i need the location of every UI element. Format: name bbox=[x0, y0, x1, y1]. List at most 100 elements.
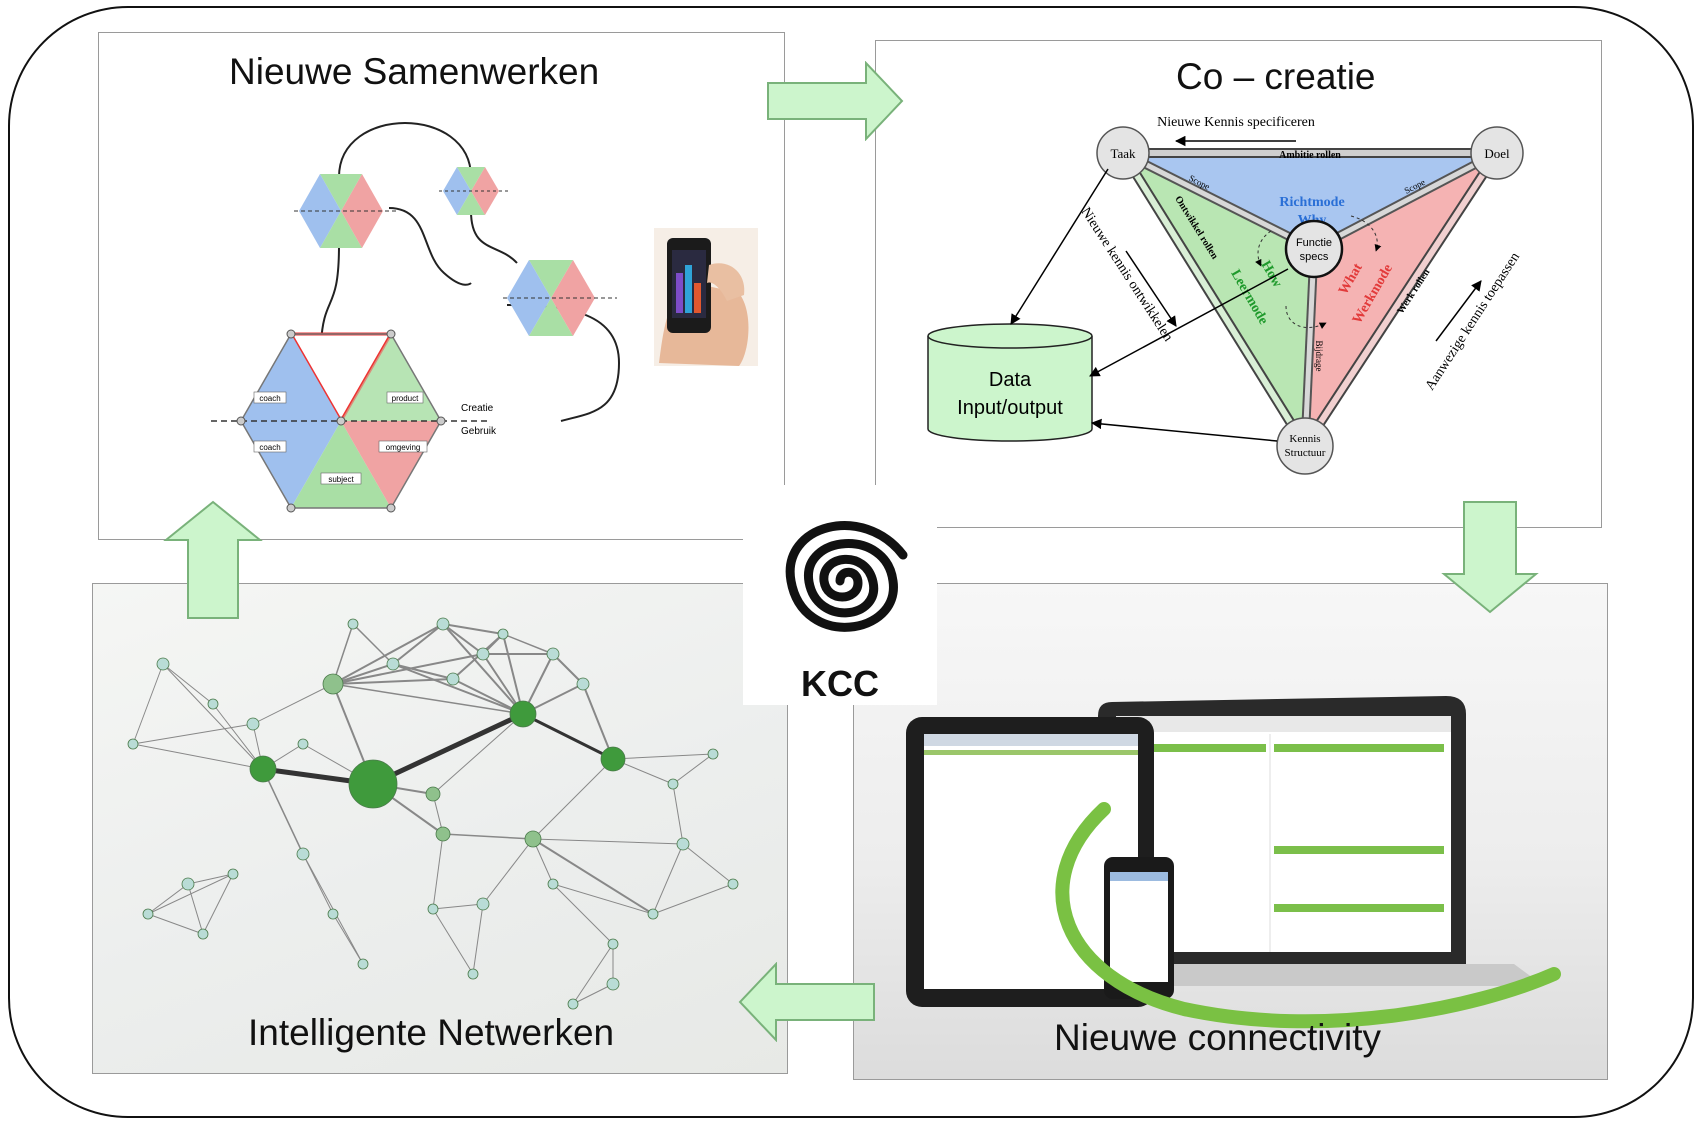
tablet-device bbox=[906, 717, 1154, 1007]
network-node bbox=[607, 938, 619, 950]
samenwerken-diagram: coach product coach omgeving subject Cre… bbox=[211, 122, 758, 513]
devices-image bbox=[906, 696, 1561, 1029]
network-graph-image bbox=[127, 617, 739, 1010]
datastore-label-io: Input/output bbox=[957, 397, 1063, 419]
label-nieuwe-kennis-specificeren: Nieuwe Kennis specificeren bbox=[1157, 115, 1315, 130]
co-creatie-diagram: Nieuwe Kennis specificeren Ambitie rolle… bbox=[927, 115, 1524, 475]
network-node bbox=[476, 897, 490, 911]
datastore-cylinder: Data Input/output bbox=[927, 323, 1093, 442]
panel-title-cocreatie: Co – creatie bbox=[1176, 56, 1376, 97]
segment-label-coach-top: coach bbox=[259, 394, 280, 403]
node-taak: Taak bbox=[1096, 126, 1150, 180]
network-edge bbox=[522, 712, 614, 761]
svg-text:Functie: Functie bbox=[1296, 237, 1332, 249]
triangle-face-blue bbox=[1123, 153, 1497, 249]
network-edge bbox=[187, 873, 234, 885]
network-node bbox=[467, 968, 479, 980]
label-gebruik: Gebruik bbox=[461, 426, 497, 437]
hexagon-large bbox=[211, 329, 491, 513]
network-edge bbox=[482, 838, 534, 905]
arrow-down bbox=[1441, 501, 1539, 614]
network-edge bbox=[552, 883, 654, 915]
kcc-label: KCC bbox=[801, 663, 879, 704]
network-node bbox=[647, 908, 659, 920]
network-node bbox=[476, 647, 490, 661]
network-node bbox=[197, 928, 209, 940]
panel-title-samenwerken: Nieuwe Samenwerken bbox=[229, 51, 600, 92]
network-node bbox=[297, 738, 309, 750]
segment-label-subject: subject bbox=[328, 475, 354, 484]
smartphone-in-hand-image bbox=[654, 228, 758, 366]
outer-frame bbox=[8, 6, 1694, 1118]
network-edge bbox=[432, 833, 444, 910]
network-edge bbox=[532, 838, 684, 845]
arrow-right bbox=[767, 61, 904, 141]
spiral-icon bbox=[785, 521, 908, 632]
network-edge bbox=[442, 623, 524, 715]
network-edge bbox=[132, 723, 254, 745]
network-edge bbox=[532, 758, 614, 840]
network-node bbox=[576, 677, 590, 691]
network-edge bbox=[187, 883, 204, 935]
network-edge bbox=[392, 623, 444, 665]
network-edge bbox=[552, 653, 584, 685]
node-doel: Doel bbox=[1470, 126, 1524, 180]
label-creatie: Creatie bbox=[461, 403, 494, 414]
network-node bbox=[386, 657, 400, 671]
network-node bbox=[347, 618, 359, 630]
network-edge bbox=[212, 703, 264, 770]
datastore-label-data: Data bbox=[989, 369, 1032, 391]
panel-title-netwerken: Intelligente Netwerken bbox=[248, 1012, 615, 1053]
network-edge bbox=[371, 711, 525, 787]
network-edge bbox=[502, 633, 554, 655]
green-swoosh bbox=[1055, 802, 1561, 1029]
network-node bbox=[348, 759, 398, 809]
network-node bbox=[322, 673, 344, 695]
panel-co-creatie: Co – creatie Nieuwe Kennis specificeren … bbox=[875, 40, 1602, 528]
network-node bbox=[127, 738, 139, 750]
network-node bbox=[246, 717, 260, 731]
network-node bbox=[427, 903, 439, 915]
hexagon-small-3 bbox=[503, 260, 617, 336]
network-node bbox=[327, 908, 339, 920]
network-node bbox=[509, 700, 537, 728]
network-edge bbox=[262, 768, 304, 855]
hexagon-small-2 bbox=[439, 167, 511, 215]
network-edge bbox=[532, 838, 654, 915]
network-node bbox=[547, 878, 559, 890]
network-node bbox=[546, 647, 560, 661]
network-node bbox=[142, 908, 154, 920]
network-edge bbox=[502, 633, 524, 715]
network-edge bbox=[392, 663, 454, 680]
network-edge bbox=[572, 943, 614, 1005]
network-node bbox=[181, 877, 195, 891]
network-edge bbox=[652, 883, 734, 915]
mode-richtmode: Richtmode bbox=[1279, 195, 1344, 210]
node-kennis-structuur: Kennis Structuur bbox=[1276, 417, 1334, 475]
network-edge bbox=[352, 623, 394, 665]
spoke-label-bijdrage: Bijdrage bbox=[1314, 341, 1324, 372]
network-edge bbox=[472, 903, 484, 975]
label-aanwezige-kennis-toepassen: Aanwezige kennis toepassen bbox=[1423, 250, 1523, 393]
network-node bbox=[727, 878, 739, 890]
panel-intelligente-netwerken: Intelligente Netwerken bbox=[92, 583, 788, 1074]
network-node bbox=[524, 830, 542, 848]
network-node bbox=[357, 958, 369, 970]
svg-text:specs: specs bbox=[1300, 251, 1329, 263]
network-edge bbox=[672, 753, 714, 785]
network-edge bbox=[252, 683, 334, 725]
network-edge bbox=[202, 873, 234, 935]
network-edge bbox=[332, 663, 394, 685]
svg-text:Kennis: Kennis bbox=[1289, 433, 1320, 445]
network-edge bbox=[132, 743, 264, 770]
network-edge bbox=[582, 683, 614, 760]
phone-device bbox=[1104, 857, 1174, 999]
network-node bbox=[497, 628, 509, 640]
kcc-logo: KCC bbox=[743, 485, 937, 705]
svg-text:Doel: Doel bbox=[1484, 146, 1510, 161]
network-edge bbox=[652, 843, 684, 915]
hexagon-small-1 bbox=[294, 174, 399, 248]
network-node bbox=[156, 657, 170, 671]
network-edge bbox=[552, 883, 614, 945]
network-node bbox=[296, 847, 310, 861]
